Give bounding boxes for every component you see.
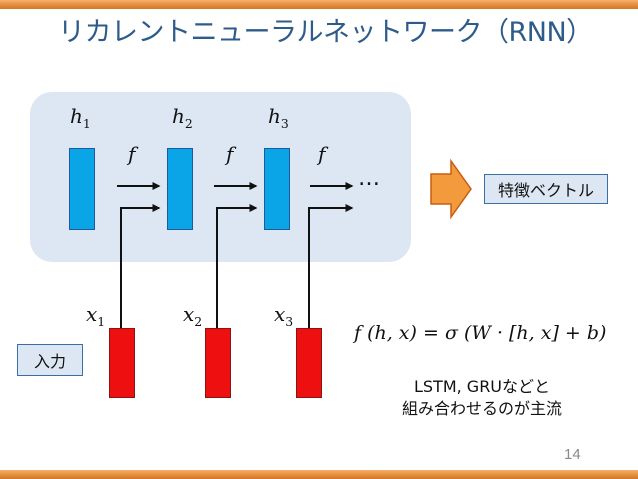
- slide-title: リカレントニューラルネットワーク（RNN）: [58, 17, 593, 48]
- input-2: [205, 328, 231, 398]
- note-text: LSTM, GRUなどと 組み合わせるのが主流: [362, 376, 602, 420]
- page-number: 14: [564, 446, 581, 463]
- input-label-1: x1: [86, 302, 106, 329]
- hidden-label-1: h1: [70, 104, 91, 131]
- hidden-state-3: [264, 148, 290, 230]
- ellipsis: …: [358, 166, 380, 191]
- hidden-state-2: [167, 148, 193, 230]
- input-arrow-3: [308, 204, 354, 328]
- function-label-3: f: [318, 142, 326, 166]
- input-3: [296, 328, 322, 398]
- function-label-1: f: [128, 142, 136, 166]
- input-arrow-2: [216, 204, 258, 328]
- function-label-2: f: [226, 142, 234, 166]
- hidden-state-1: [69, 148, 95, 230]
- rnn-formula: f (h, x) = σ (W · [h, x] + b): [354, 322, 607, 344]
- top-band: [0, 0, 638, 9]
- output-block-arrow: [430, 158, 472, 220]
- note-line-2: 組み合わせるのが主流: [401, 399, 562, 418]
- note-line-1: LSTM, GRUなどと: [413, 377, 551, 396]
- hidden-label-2: h2: [172, 104, 193, 131]
- bottom-band: [0, 470, 638, 479]
- input-label-box: 入力: [17, 344, 83, 376]
- input-label-2: x2: [183, 302, 203, 329]
- input-label-3: x3: [274, 302, 294, 329]
- hidden-label-3: h3: [268, 104, 289, 131]
- feature-vector-box: 特徴ベクトル: [484, 174, 608, 204]
- input-1: [109, 328, 135, 398]
- input-arrow-1: [120, 204, 161, 328]
